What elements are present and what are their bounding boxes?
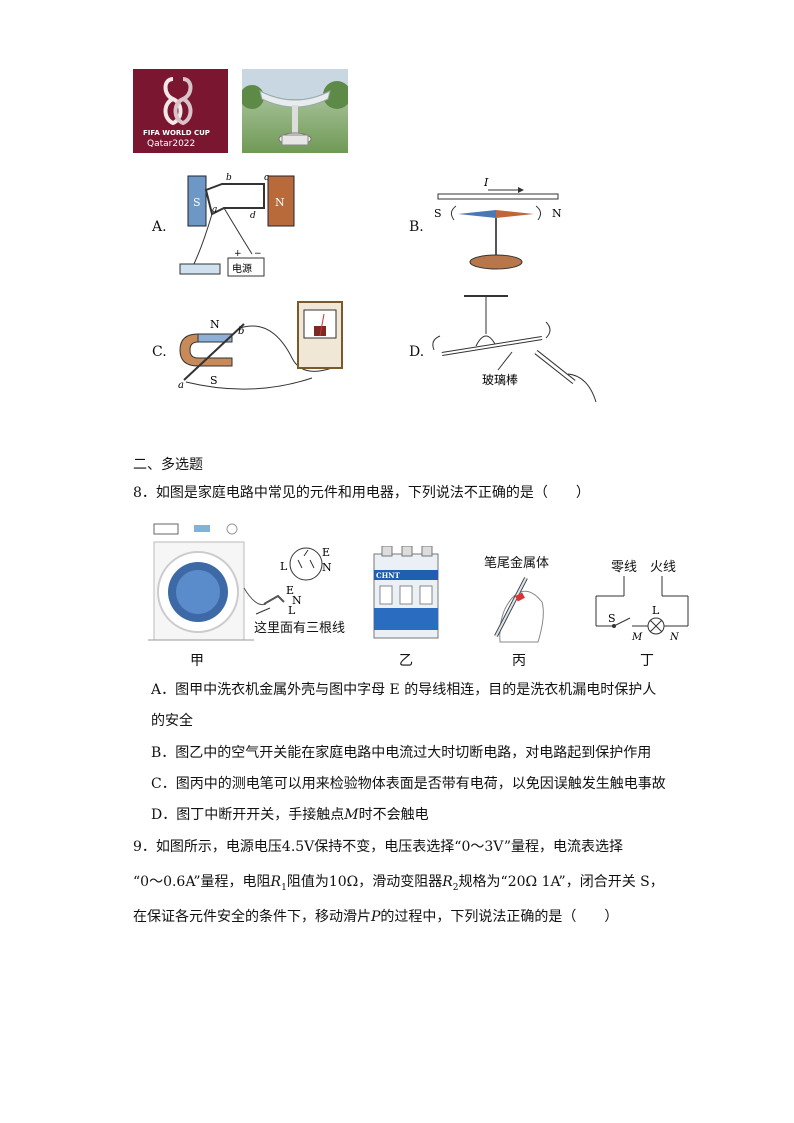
- svg-text:−: −: [254, 249, 262, 259]
- q8-option-b: B．图乙中的空气开关能在家庭电路中电流过大时切断电路，对电路起到保护作用: [151, 745, 652, 761]
- svg-text:L: L: [288, 604, 296, 617]
- option-d-label: D.: [409, 344, 425, 360]
- svg-text:L: L: [652, 604, 660, 617]
- q8-option-d-post: 时不会触电: [358, 807, 429, 823]
- q8-figure-bing: [494, 577, 544, 643]
- svg-text:b: b: [238, 326, 244, 337]
- q8-option-d: D．图丁中断开开关，手接触点M时不会触电: [151, 805, 429, 825]
- q8-option-d-m: M: [344, 807, 359, 823]
- sculpture-graphic: [242, 69, 348, 146]
- svg-text:L: L: [280, 560, 288, 573]
- plug-note: 这里面有三根线: [254, 621, 346, 636]
- q8-option-c: C．图丙中的测电笔可以用来检验物体表面是否带有电荷，以免因误触发生触电事故: [151, 776, 666, 792]
- rheostat-spec: 20Ω 1A: [507, 874, 559, 890]
- trophy-logo-graphic: [163, 77, 193, 126]
- option-b-figure: I S N: [434, 176, 562, 270]
- svg-text:M: M: [631, 632, 643, 643]
- option-b-label: B.: [409, 219, 424, 235]
- q8-option-d-pre: D．图丁中断开开关，手接触点: [151, 807, 345, 823]
- zero-wire-label: 零线: [611, 560, 638, 575]
- sculpture-photo: [242, 69, 348, 153]
- svg-text:E: E: [286, 584, 294, 597]
- svg-text:E: E: [322, 546, 330, 559]
- svg-text:c: c: [264, 173, 269, 183]
- q8-figure-yi: CHNT: [373, 546, 439, 639]
- svg-text:S: S: [434, 207, 442, 220]
- svg-text:S: S: [210, 374, 218, 387]
- q9-line3: 在保证各元件安全的条件下，移动滑片P的过程中，下列说法正确的是（ ）: [133, 909, 619, 925]
- option-d-figure: 玻璃棒: [432, 295, 597, 403]
- glass-rod-text: 玻璃棒: [482, 373, 518, 387]
- fire-wire-label: 火线: [650, 560, 677, 575]
- option-c-label: C.: [152, 344, 167, 360]
- svg-text:S: S: [608, 612, 616, 625]
- option-a-label: A.: [152, 219, 167, 235]
- option-c-figure: N S a b: [178, 301, 343, 391]
- breaker-brand: CHNT: [376, 571, 401, 580]
- svg-text:a: a: [212, 205, 217, 215]
- caption-ding: 丁: [640, 653, 654, 669]
- magnet-s-text: S: [193, 196, 201, 209]
- pen-tail-label: 笔尾金属体: [484, 556, 550, 571]
- section-title: 二、多选题: [133, 457, 203, 473]
- svg-text:N: N: [210, 318, 220, 331]
- q9-line1: 9．如图所示，电源电压4.5V保持不变，电压表选择“0～3V”量程，电流表选择: [133, 839, 624, 855]
- caption-yi: 乙: [399, 653, 413, 669]
- svg-text:N: N: [552, 207, 562, 220]
- svg-text:b: b: [226, 173, 232, 183]
- q9-line2: “0～0.6A”量程，电阻R1阻值为10Ω，滑动变阻器R2规格为“20Ω 1A”…: [133, 874, 664, 893]
- svg-text:N: N: [292, 594, 302, 607]
- caption-jia: 甲: [190, 653, 204, 669]
- logo-text-line1: FIFA WORLD CUP: [143, 129, 210, 137]
- caption-bing: 丙: [512, 653, 526, 669]
- svg-text:N: N: [322, 561, 332, 574]
- q8-option-a: A．图甲中洗衣机金属外壳与图中字母 E 的导线相连，目的是洗衣机漏电时保护人: [151, 682, 657, 698]
- svg-text:+: +: [234, 249, 242, 259]
- power-source-text: 电源: [232, 262, 252, 275]
- q8-figure-jia: L E N E N L: [148, 523, 332, 641]
- world-cup-logo-image: FIFA WORLD CUP Qatar2022: [133, 69, 228, 153]
- q8-figure-ding: S L M N: [595, 576, 689, 643]
- q8-option-a-cont: 的安全: [151, 713, 193, 729]
- current-label: I: [483, 176, 489, 189]
- option-a-figure: S N a b c d + − 电源: [179, 173, 295, 277]
- svg-text:N: N: [669, 632, 680, 643]
- logo-text-line2: Qatar2022: [147, 139, 196, 149]
- magnet-n-text: N: [275, 196, 285, 209]
- svg-text:a: a: [178, 380, 184, 391]
- svg-text:d: d: [250, 211, 256, 221]
- q8-stem: 8．如图是家庭电路中常见的元件和用电器，下列说法不正确的是（ ）: [133, 485, 590, 501]
